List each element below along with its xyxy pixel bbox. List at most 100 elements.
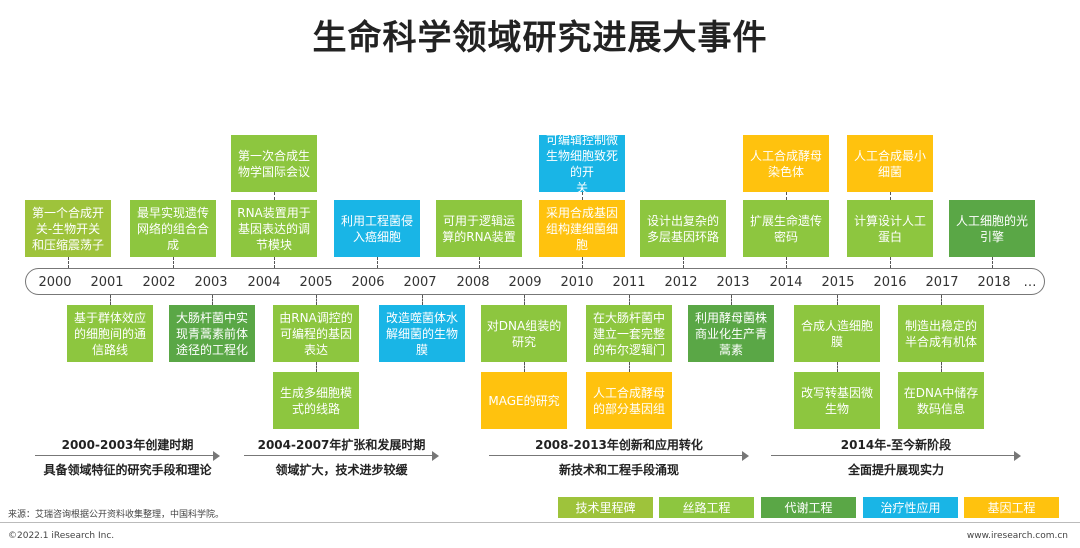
- period-subtitle: 具备领域特征的研究手段和理论: [43, 463, 212, 477]
- period-title: 2000-2003年创建时期: [61, 438, 194, 452]
- event-text: 可编辑控制微: [545, 132, 618, 147]
- year-label: 2001: [90, 275, 124, 290]
- connector-line: [68, 257, 69, 268]
- period-title: 2004-2007年扩张和发展时期: [257, 438, 426, 452]
- event-text: 的布尔逻辑门: [592, 342, 665, 357]
- year-label: 2006: [351, 275, 385, 290]
- event-text: 扩展生命遗传: [749, 213, 822, 228]
- legend-item: 技术里程碑: [558, 497, 653, 518]
- event-text: 建立一套完整: [592, 326, 665, 341]
- event-text: 基因表达的调: [237, 221, 310, 236]
- year-label: 2013: [716, 275, 750, 290]
- event-text: 密码: [773, 229, 798, 244]
- connector-line: [582, 192, 583, 200]
- event-text: 人工合成酵母: [592, 385, 665, 400]
- connector-line: [731, 295, 732, 305]
- connector-line: [941, 295, 942, 305]
- connector-line: [890, 257, 891, 268]
- event-text: 研究: [511, 334, 536, 349]
- connector-line: [786, 257, 787, 268]
- event-text: 可用于逻辑运: [442, 213, 515, 228]
- connector-line: [941, 362, 942, 372]
- connector-line: [837, 295, 838, 305]
- event-text: 最早实现遗传: [136, 205, 209, 220]
- legend-item: 丝路工程: [659, 497, 754, 518]
- event-text: 蒿素: [718, 342, 743, 357]
- event-text: MAGE的研究: [488, 393, 560, 408]
- connector-line: [786, 192, 787, 200]
- year-label: 2011: [612, 275, 646, 290]
- event-text: 的细胞间的通: [73, 326, 146, 341]
- event-box-e2000: 第一个合成开关-生物开关和压缩震荡子: [25, 200, 111, 257]
- event-text: RNA装置用于: [237, 205, 311, 220]
- event-text: 和压缩震荡子: [31, 237, 104, 252]
- event-text: 关-生物开关: [35, 221, 101, 236]
- period-arrow: [213, 451, 220, 461]
- legend-item: 基因工程: [964, 497, 1059, 518]
- event-text: 生物细胞致死的开: [545, 148, 618, 179]
- year-label: 2016: [873, 275, 907, 290]
- event-text: 膜: [830, 334, 843, 349]
- year-label: 2012: [664, 275, 698, 290]
- event-text: 计算设计人工: [853, 213, 926, 228]
- timeline-bar: [25, 268, 1045, 295]
- website: www.iresearch.com.cn: [966, 531, 1068, 541]
- event-box-e2010b: 采用合成基因组构建细菌细胞: [539, 200, 625, 257]
- event-box-e2011b: 人工合成酵母的部分基因组: [586, 372, 672, 429]
- event-text: 人工合成最小: [853, 148, 926, 163]
- event-text: 式的线路: [291, 401, 340, 416]
- event-box-e2004a: 第一次合成生物学国际会议: [231, 135, 317, 192]
- event-box-e2014b: 扩展生命遗传密码: [743, 200, 829, 257]
- year-label: 2005: [299, 275, 333, 290]
- event-text: 数码信息: [916, 401, 965, 416]
- period-title: 2008-2013年创新和应用转化: [535, 438, 703, 452]
- connector-line: [992, 257, 993, 268]
- event-text: 多层基因环路: [646, 229, 719, 244]
- event-text: 人工合成酵母: [749, 148, 822, 163]
- legend-item: 治疗性应用: [863, 497, 958, 518]
- event-box-e2008: 可用于逻辑运算的RNA装置: [436, 200, 522, 257]
- year-label: 2009: [508, 275, 542, 290]
- period-title: 2014年-至今新阶段: [840, 438, 952, 452]
- period-subtitle: 全面提升展现实力: [847, 463, 944, 477]
- event-text: 第一次合成生: [237, 148, 310, 163]
- event-box-e2011a: 在大肠杆菌中建立一套完整的布尔逻辑门: [586, 305, 672, 362]
- connector-line: [890, 192, 891, 200]
- year-label: 2010: [560, 275, 594, 290]
- year-label: 2015: [821, 275, 855, 290]
- event-box-e2003: 大肠杆菌中实现青蒿素前体途径的工程化: [169, 305, 255, 362]
- event-box-e2012: 设计出复杂的多层基因环路: [640, 200, 726, 257]
- event-text: 商业化生产青: [694, 326, 767, 341]
- event-text: 关: [575, 180, 588, 195]
- event-text: 在大肠杆菌中: [592, 310, 665, 325]
- event-text: 细菌: [877, 164, 902, 179]
- event-text: 网络的组合合: [136, 221, 209, 236]
- page-title: 生命科学领域研究进展大事件: [312, 18, 768, 58]
- event-box-e2002: 最早实现遗传网络的组合合成: [130, 200, 216, 257]
- year-label: 2003: [194, 275, 228, 290]
- connector-line: [837, 362, 838, 372]
- year-label: 2014: [769, 275, 803, 290]
- connector-line: [629, 295, 630, 305]
- event-text: 途径的工程化: [175, 342, 248, 357]
- event-text: 算的RNA装置: [442, 229, 516, 244]
- event-box-e2013: 利用酵母菌株商业化生产青蒿素: [688, 305, 774, 362]
- event-box-e2014a: 人工合成酵母染色体: [743, 135, 829, 192]
- event-box-e2005b: 生成多细胞模式的线路: [273, 372, 359, 429]
- event-box-e2004b: RNA装置用于基因表达的调节模块: [231, 200, 317, 257]
- connector-line: [110, 295, 111, 305]
- source-note: 来源：艾瑞咨询根据公开资料收集整理，中国科学院。: [8, 510, 225, 520]
- connector-line: [683, 257, 684, 268]
- connector-line: [274, 257, 275, 268]
- period-arrow: [432, 451, 439, 461]
- event-text: 入癌细胞: [352, 229, 401, 244]
- event-text: 设计出复杂的: [646, 213, 719, 228]
- event-text: 的部分基因组: [592, 401, 665, 416]
- period-arrow: [1014, 451, 1021, 461]
- event-text: 引擎: [979, 229, 1004, 244]
- event-text: 信路线: [91, 342, 128, 357]
- copyright: ©2022.1 iResearch Inc.: [8, 531, 115, 541]
- event-box-e2006: 利用工程菌侵入癌细胞: [334, 200, 420, 257]
- event-text: 染色体: [767, 164, 804, 179]
- event-box-e2009a: 对DNA组装的研究: [481, 305, 567, 362]
